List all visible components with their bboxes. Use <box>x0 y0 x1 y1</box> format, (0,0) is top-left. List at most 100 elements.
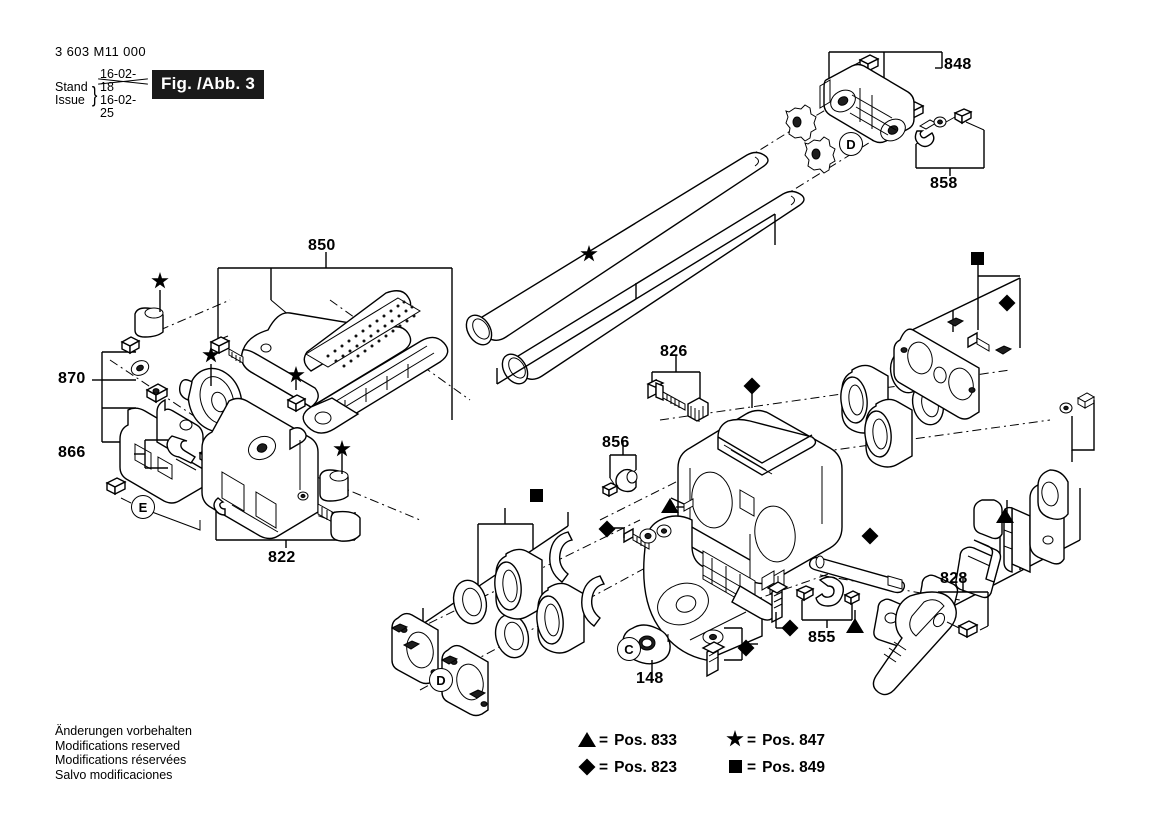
part-tri-washer-mid <box>639 528 657 544</box>
screws-far-right <box>1059 392 1096 462</box>
part-washer-diamond-lowerleft <box>656 524 672 538</box>
part-roller-b <box>536 582 585 654</box>
part-screw-856 <box>601 482 619 498</box>
reference-circle-d-bottom: D <box>429 668 453 692</box>
stand-label: Stand <box>55 80 88 94</box>
part-bracket-right <box>1029 469 1069 565</box>
callout-frame-856 <box>609 440 637 485</box>
diamond-icon <box>575 758 599 776</box>
marker-triangle-833-b <box>996 508 1014 523</box>
legend-entry-823: = Pos. 823 <box>575 754 677 781</box>
part-c-clip-b <box>581 575 606 627</box>
legend-text-833: Pos. 833 <box>614 731 677 749</box>
grip-texture <box>305 297 421 368</box>
legend-equals-847: = <box>747 731 757 749</box>
part-double-bore-plate <box>893 328 980 420</box>
figure-badge: Fig. /Abb. 3 <box>152 70 265 99</box>
callout-148: 148 <box>636 670 664 687</box>
screws-end-plates <box>390 623 487 699</box>
part-drum-tube-upper <box>465 151 769 346</box>
part-roller-r-b <box>864 398 913 468</box>
revision-labels: Stand Issue <box>55 81 88 107</box>
square-icon <box>723 759 747 776</box>
part-nut-870 <box>120 336 141 355</box>
part-spring-clip-866 <box>166 435 196 464</box>
legend-entry-847: = Pos. 847 <box>723 727 825 754</box>
part-ring-a <box>452 579 488 625</box>
part-small-block-right <box>973 499 1003 540</box>
part-nut-855 <box>843 590 861 606</box>
part-handle-850 <box>240 290 449 434</box>
legend-column-left: = Pos. 833 = Pos. 823 <box>575 727 677 781</box>
part-diamond-bolt-lowerleft <box>614 527 650 550</box>
part-body-822 <box>201 397 319 540</box>
revision-block: Stand Issue } 16-02-18 16-02-25 <box>55 68 146 120</box>
revision-current: 16-02-25 <box>100 93 137 120</box>
part-lever-arm-855 <box>815 576 845 607</box>
disclaimer-line-en: Modifications reserved <box>55 738 181 753</box>
part-knob-822 <box>317 503 361 542</box>
callout-frame-850 <box>217 252 453 420</box>
legend-equals-849: = <box>747 758 757 776</box>
part-lower-frame-arm <box>643 515 777 661</box>
part-star-washer-b <box>804 136 836 174</box>
disclaimer-line-de: Änderungen vorbehalten <box>55 724 192 738</box>
part-bolt-long-diamond <box>766 581 789 624</box>
marker-square-849-a <box>971 252 984 265</box>
part-roller-bracket-848 <box>819 63 915 144</box>
part-roller-a <box>494 548 543 620</box>
part-pin-822 <box>297 491 309 501</box>
disclaimer-line-es: Salvo modificaciones <box>55 767 173 782</box>
reference-circle-c-bottom: C <box>617 637 641 661</box>
part-screw-850 <box>209 336 244 364</box>
legend-equals-833: = <box>599 731 609 749</box>
triangle-icon <box>575 731 599 750</box>
callout-frame-858 <box>915 121 985 176</box>
callout-858: 858 <box>930 175 958 192</box>
part-pad-c <box>955 539 1002 599</box>
legend-equals-823: = <box>599 758 609 776</box>
callout-850: 850 <box>308 237 336 254</box>
disclaimer-line-fr: Modifications réservées <box>55 753 187 768</box>
part-bolt-826 <box>646 378 686 411</box>
issue-label: Issue <box>55 93 85 107</box>
part-screw-855 <box>795 585 815 602</box>
part-washer-858 <box>933 116 947 128</box>
part-tension-lever-828 <box>872 591 957 696</box>
callout-822: 822 <box>268 549 296 566</box>
part-shaft-rod <box>808 555 906 594</box>
leader-star-drums <box>496 213 776 385</box>
legend-text-849: Pos. 849 <box>762 758 825 776</box>
part-screw-858 <box>945 108 973 125</box>
part-hook-clip-822 <box>213 497 226 516</box>
legend-column-right: = Pos. 847 = Pos. 849 <box>723 727 825 781</box>
reference-circle-d-top: D <box>839 132 863 156</box>
part-clip-858 <box>914 119 938 148</box>
part-side-bracket <box>119 398 204 504</box>
part-block-mid <box>761 570 775 591</box>
marker-triangle-833-a <box>661 498 679 513</box>
part-c-clip-a <box>549 531 574 583</box>
part-cap-star-upper <box>134 307 164 338</box>
callout-855: 855 <box>808 629 836 646</box>
star-icon <box>723 730 747 751</box>
part-square-nut-870 <box>145 383 169 404</box>
callout-856: 856 <box>602 434 630 451</box>
document-number: 3 603 M11 000 <box>55 44 146 59</box>
callout-866: 866 <box>58 444 86 461</box>
part-screw-828 <box>946 620 979 639</box>
marker-triangle-833-c <box>846 618 864 633</box>
part-motor-housing <box>677 409 843 592</box>
callout-848: 848 <box>944 56 972 73</box>
legend-text-823: Pos. 823 <box>614 758 677 776</box>
callout-870: 870 <box>58 370 86 387</box>
sheet-header: 3 603 M11 000 Stand Issue } 16-02-18 16-… <box>55 44 146 120</box>
part-cam-856 <box>615 468 638 493</box>
legend-entry-849: = Pos. 849 <box>723 754 825 781</box>
revision-superseded: 16-02-18 <box>100 68 146 94</box>
part-screw-diamond-lower <box>701 641 726 678</box>
part-knob-star-lower <box>319 469 349 502</box>
callout-828: 828 <box>940 570 968 587</box>
disclaimer-block: Änderungen vorbehalten Modifications res… <box>55 724 192 782</box>
